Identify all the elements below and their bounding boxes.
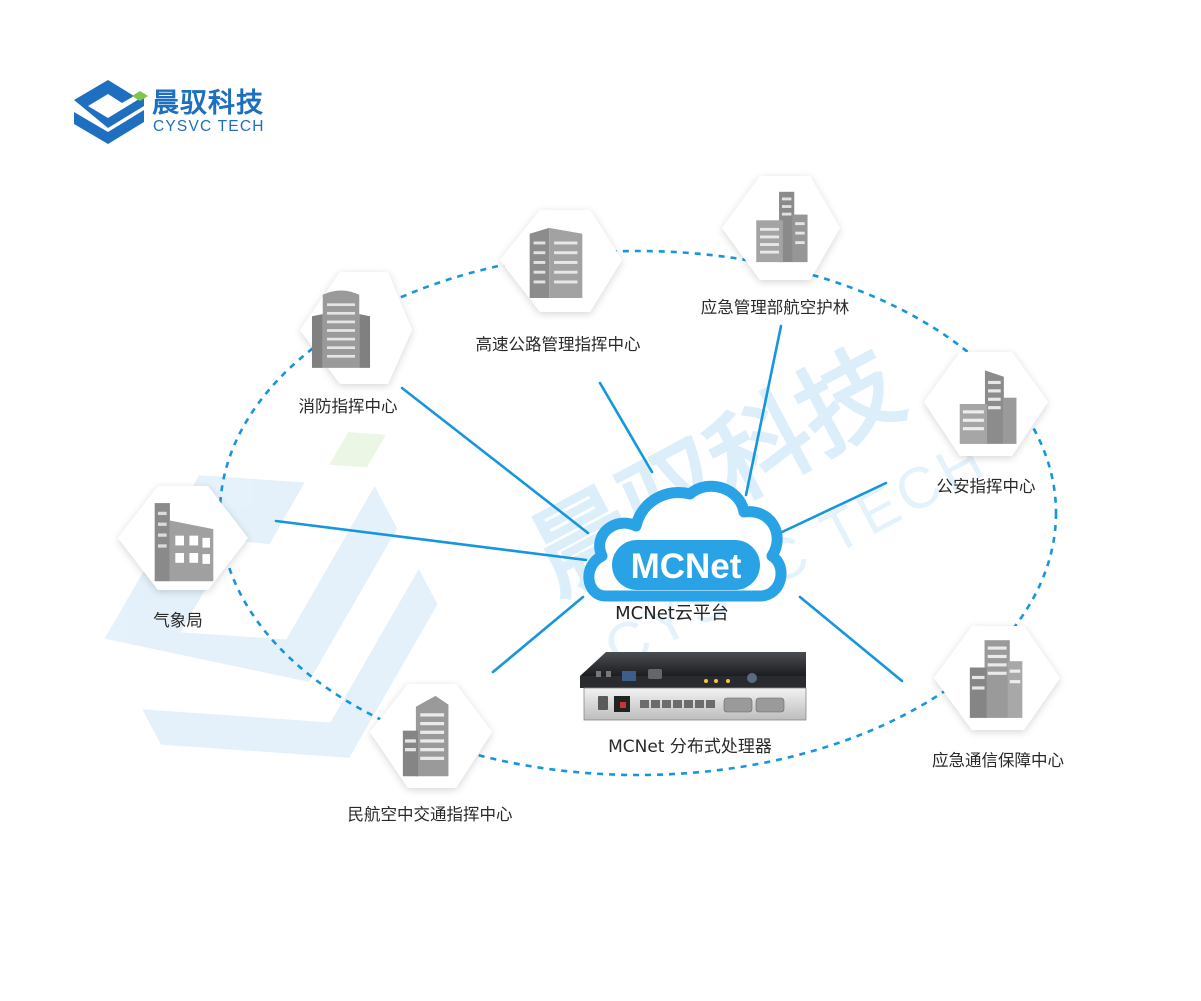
link-highway-center [598, 381, 654, 474]
link-weather [274, 519, 588, 562]
link-fire-center [400, 386, 590, 535]
cloud-badge [612, 540, 760, 590]
node-label-public-security: 公安指挥中心 [937, 477, 1036, 496]
node-aviation-forest[interactable] [722, 176, 840, 280]
node-label-weather: 气象局 [153, 611, 203, 630]
status-leds [596, 669, 757, 683]
link-public-security [778, 481, 888, 535]
node-civil-aviation[interactable] [370, 684, 492, 788]
link-aviation-forest [744, 324, 783, 497]
distributed-processor-device [580, 652, 807, 721]
logo-name-cn: 晨驭科技 [152, 88, 264, 119]
node-weather[interactable] [118, 486, 248, 590]
node-label-highway: 高速公路管理指挥中心 [476, 335, 641, 354]
node-highway[interactable] [500, 210, 622, 312]
mcnet-cloud[interactable]: MCNet [583, 480, 787, 602]
node-label-fire: 消防指挥中心 [299, 397, 398, 416]
link-emergency-comm [798, 595, 904, 683]
node-label-aviation-forest: 应急管理部航空护林 [701, 298, 850, 317]
link-civil-aviation [491, 595, 585, 674]
building-icon [529, 227, 583, 299]
cloud-text: MCNet [631, 547, 742, 586]
node-public-security[interactable] [924, 352, 1048, 456]
node-emergency-comm[interactable] [934, 626, 1060, 730]
company-logo[interactable]: 晨驭科技 CYSVC TECH [74, 80, 265, 144]
node-label-civil-aviation: 民航空中交通指挥中心 [348, 805, 513, 824]
device-label: MCNet 分布式处理器 [608, 737, 772, 757]
logo-icon [74, 80, 148, 144]
node-fire[interactable] [300, 272, 412, 384]
node-label-emergency-comm: 应急通信保障中心 [932, 751, 1064, 770]
ethernet-ports [640, 700, 715, 708]
connections [274, 324, 904, 683]
logo-name-en: CYSVC TECH [153, 118, 265, 135]
center-label: MCNet云平台 [615, 603, 729, 624]
